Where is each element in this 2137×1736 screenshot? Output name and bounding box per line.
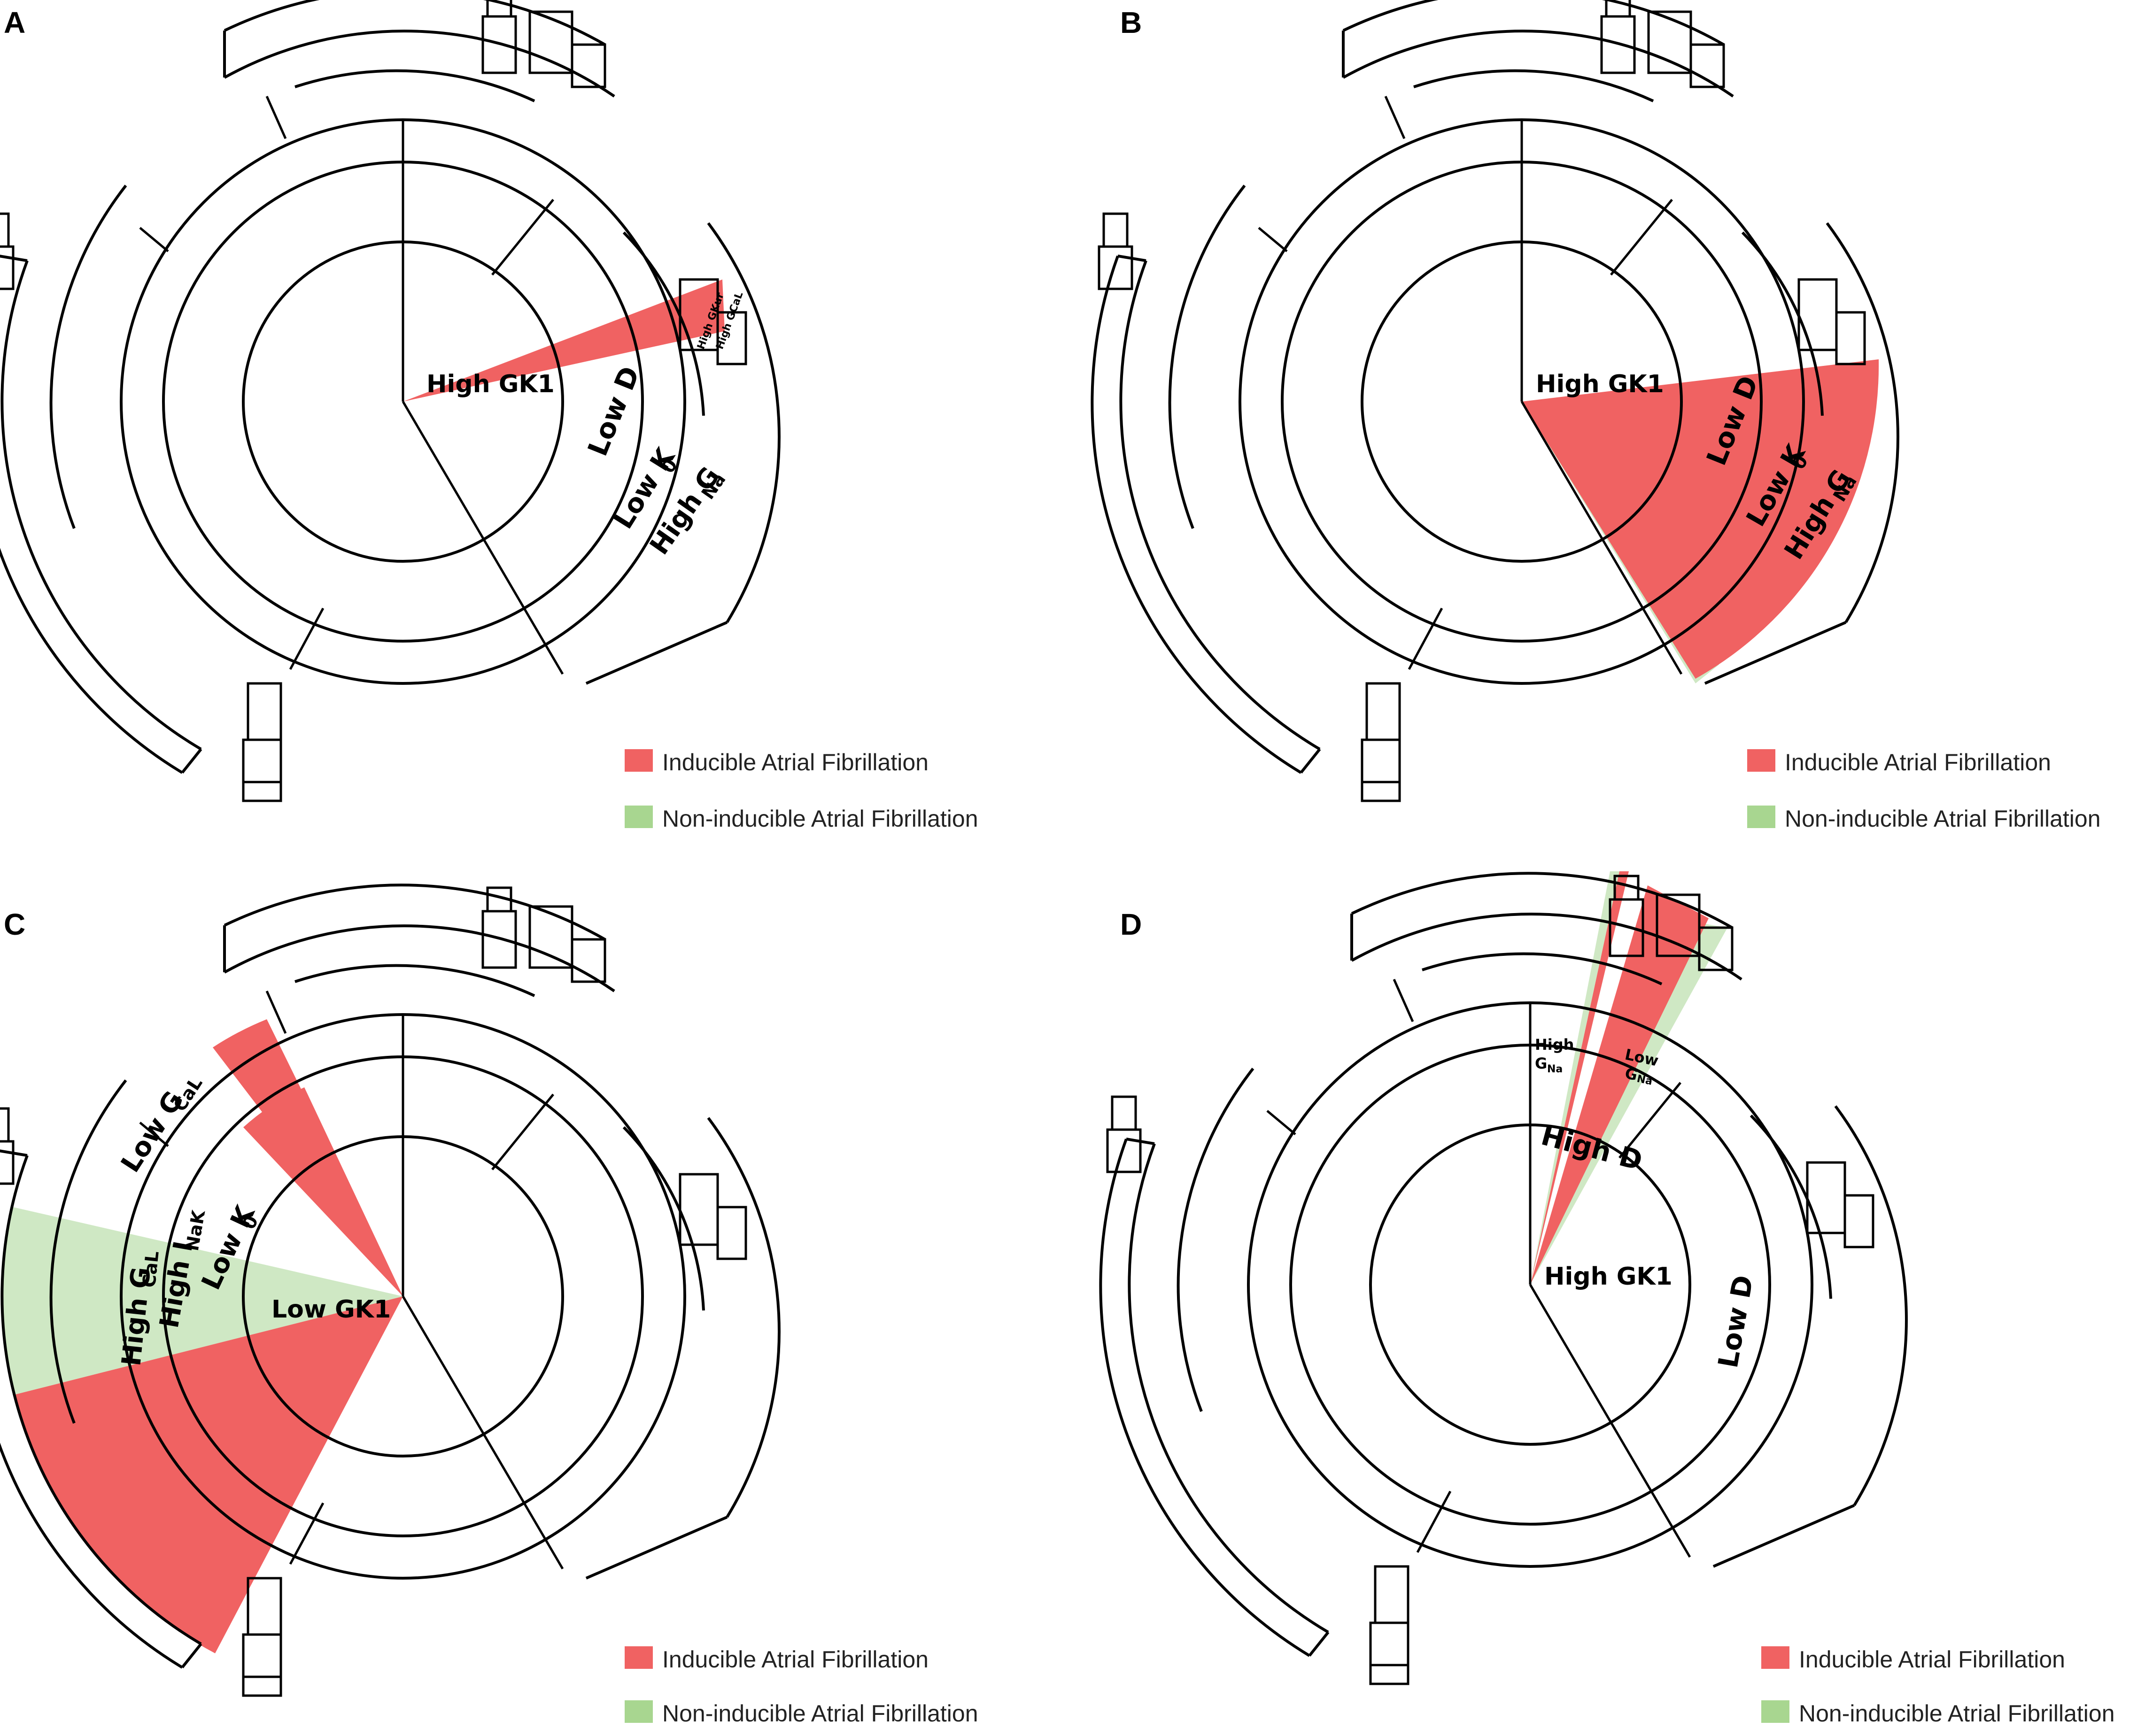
non-inducible-wedge <box>1 1207 403 1395</box>
inducible-wedge <box>1522 359 1879 679</box>
inducible-thin-wedge <box>1530 871 1629 1285</box>
panel-letter-a: A <box>4 6 25 39</box>
label-high-gk1: High GK1 <box>1544 1263 1672 1291</box>
legend-label-non-inducible: Non-inducible Atrial Fibrillation <box>662 1700 978 1727</box>
inducible-wedge-lower <box>13 1296 403 1653</box>
legend-swatch-non-inducible <box>625 806 653 828</box>
inducible-wedge-low-k <box>243 1087 403 1296</box>
label-low-d: Low D <box>581 362 646 461</box>
legend-label-inducible: Inducible Atrial Fibrillation <box>662 749 929 775</box>
label-high-gk1: High GK1 <box>426 370 555 398</box>
non-inducible-thin-wedge <box>1530 871 1619 1285</box>
legend-swatch-inducible <box>1747 749 1775 772</box>
legend-a: Inducible Atrial Fibrillation Non-induci… <box>625 749 978 832</box>
label-na-small: Na <box>1547 1063 1563 1075</box>
panel-c: C Low GK1 Low K 0 High I NaK High G CaL … <box>0 885 978 1727</box>
label-high-gk1: High GK1 <box>1536 370 1664 398</box>
legend-swatch-non-inducible <box>625 1700 653 1723</box>
label-high-small: High <box>1535 1036 1574 1054</box>
legend-label-non-inducible: Non-inducible Atrial Fibrillation <box>1785 806 2101 832</box>
legend-swatch-inducible <box>625 749 653 772</box>
legend-label-inducible: Inducible Atrial Fibrillation <box>662 1646 929 1673</box>
legend-label-non-inducible: Non-inducible Atrial Fibrillation <box>662 806 978 832</box>
panel-a: A High GK1 Low D Low K 0 High G Na High … <box>0 0 978 832</box>
legend-swatch-inducible <box>1761 1646 1789 1669</box>
legend-swatch-non-inducible <box>1747 806 1775 828</box>
label-low-gk1: Low GK1 <box>271 1295 391 1324</box>
inducible-wedge <box>1530 885 1709 1285</box>
legend-label-inducible: Inducible Atrial Fibrillation <box>1785 749 2051 775</box>
legend-label-non-inducible: Non-inducible Atrial Fibrillation <box>1799 1700 2115 1727</box>
label-g-subscript: CaL <box>139 1250 163 1288</box>
panel-letter-c: C <box>4 907 25 941</box>
panel-letter-d: D <box>1120 907 1142 941</box>
legend-swatch-inducible <box>625 1646 653 1669</box>
legend-b: Inducible Atrial Fibrillation Non-induci… <box>1747 749 2101 832</box>
legend-c: Inducible Atrial Fibrillation Non-induci… <box>625 1646 978 1727</box>
panel-d: D High GK1 Low D High D High G Na Low G … <box>1100 871 2115 1727</box>
label-i-subscript: NaK <box>182 1208 209 1253</box>
label-g-small: G <box>1535 1054 1547 1072</box>
non-inducible-wedge <box>1530 923 1727 1285</box>
panel-b: B High GK1 Low D Low K 0 High G Na Induc… <box>1092 0 2101 832</box>
inducible-wedge <box>403 279 725 402</box>
legend-d: Inducible Atrial Fibrillation Non-induci… <box>1761 1646 2115 1727</box>
legend-label-inducible: Inducible Atrial Fibrillation <box>1799 1646 2065 1673</box>
legend-swatch-non-inducible <box>1761 1700 1789 1723</box>
panel-letter-b: B <box>1120 6 1142 39</box>
label-low-d: Low D <box>1712 1273 1759 1371</box>
